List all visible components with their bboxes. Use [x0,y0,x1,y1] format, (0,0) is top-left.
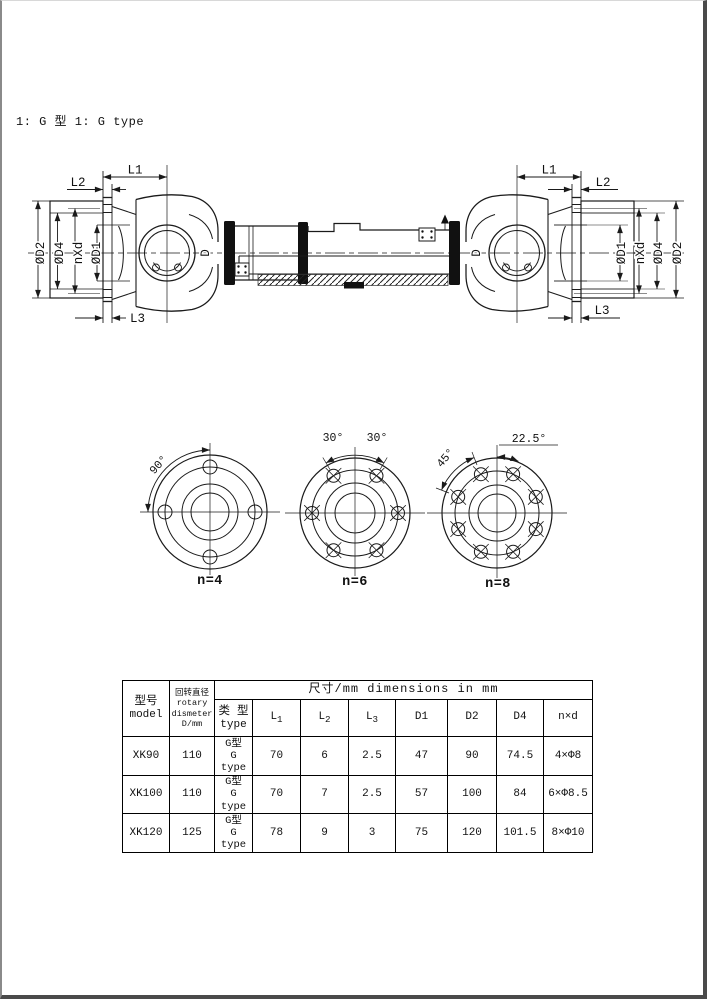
angle-label-30-left: 30° [323,432,344,445]
cell-l2: 7 [300,775,349,814]
cell-model: XK120 [122,813,170,853]
angle-label-45: 45° [434,446,457,470]
header-nxd: n×d [542,699,594,737]
cell-d4: 84 [496,775,544,814]
cell-rotary: 125 [169,813,215,853]
header-rotary-diameter: 回转直径 rotary dismeter D/mm [169,680,215,737]
dim-label-d2-right: ØD2 [671,242,685,265]
grease-point-marker [441,214,449,230]
dim-label-l1-left: L1 [127,164,142,178]
cell-l3: 2.5 [348,775,396,814]
cell-d4: 101.5 [496,813,544,853]
dim-label-l1-right: L1 [541,164,556,178]
cell-model: XK100 [122,775,170,814]
header-dimensions: 尺寸/mm dimensions in mm [213,680,594,700]
cell-d2: 90 [447,736,497,776]
dim-label-d2-left: ØD2 [34,242,48,265]
header-d4: D4 [496,699,544,737]
caption-n6: n=6 [342,575,368,590]
bolt-hole [247,504,263,520]
cell-d4: 74.5 [496,736,544,776]
cell-d2: 120 [447,813,497,853]
dim-label-d4-right: ØD4 [652,242,666,265]
header-d2: D2 [447,699,497,737]
cell-d1: 75 [395,813,448,853]
angle-label-22-5: 22.5° [512,433,547,446]
right-dimensions [517,174,684,321]
cell-d2: 100 [447,775,497,814]
bolt-pattern-n4: 90° n=4 [140,443,280,591]
cell-nxd: 8×Φ10 [542,813,594,853]
dim-label-l2-right: L2 [595,176,610,190]
cell-d1: 57 [395,775,448,814]
dim-label-nxd-left: nXd [72,242,86,265]
grease-fitting [418,227,436,242]
header-l3: L3 [348,699,396,737]
dim-label-d-right: D [470,249,484,257]
bolt-pattern-n6: 30° 30° n=6 [285,431,425,592]
caption-n8: n=8 [485,577,511,592]
shaft-middle-section [234,214,449,289]
dim-label-l3-left: L3 [130,312,145,326]
header-d1: D1 [395,699,448,737]
cell-nxd: 6×Φ8.5 [542,775,594,814]
cell-d1: 47 [395,736,448,776]
caption-n4: n=4 [197,574,223,589]
header-l1: L1 [252,699,301,737]
cell-rotary: 110 [169,775,215,814]
dim-label-nxd-right: nXd [634,242,648,265]
dim-label-d-left: D [199,249,213,257]
dim-label-d4-left: ØD4 [53,242,67,265]
cell-l2: 6 [300,736,349,776]
cell-l3: 3 [348,813,396,853]
dimensions-table: 型号 model 回转直径 rotary dismeter D/mm 尺寸/mm… [122,680,594,853]
bolt-pattern-n8: 22.5° 45° n=8 [427,432,567,594]
cell-model: XK90 [122,736,170,776]
cell-rotary: 110 [169,736,215,776]
header-l2: L2 [300,699,349,737]
cell-l1: 70 [252,736,301,776]
dim-label-d1-right: ØD1 [615,242,629,265]
cell-l1: 78 [252,813,301,853]
header-type: 类 型 type [214,699,253,737]
dim-label-l3-right: L3 [594,304,609,318]
angle-label-30-right: 30° [367,432,388,445]
dimension-labels: L1 L2 L3 L1 L2 L3 ØD2 ØD4 nXd ØD1 D D ØD… [33,162,687,328]
cell-l3: 2.5 [348,736,396,776]
cell-l1: 70 [252,775,301,814]
clamp [344,282,364,289]
bolt-hole [202,549,218,565]
left-dimensions [32,174,167,321]
cell-l2: 9 [300,813,349,853]
cell-nxd: 4×Φ8 [542,736,594,776]
header-model: 型号 model [122,680,170,737]
dim-label-l2-left: L2 [70,176,85,190]
page-title: 1: G 型 1: G type [16,115,145,129]
dim-label-d1-left: ØD1 [90,242,104,265]
seal-band [298,222,308,284]
grease-fitting [234,262,250,277]
